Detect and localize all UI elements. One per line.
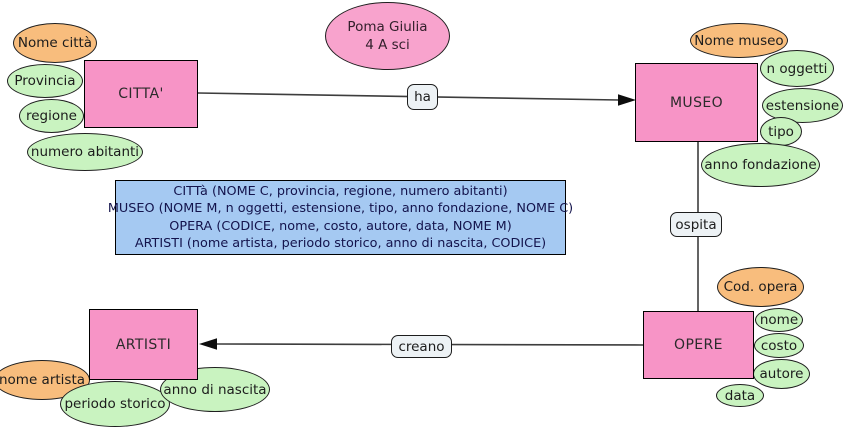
arrowhead-to-museo-icon [618, 94, 636, 106]
entity-label: MUSEO [669, 94, 724, 111]
attribute-periodo-storico[interactable]: periodo storico [60, 381, 170, 427]
attribute-label: periodo storico [64, 396, 166, 412]
attribute-provincia[interactable]: Provincia [7, 64, 83, 98]
entity-citta[interactable]: CITTA' [84, 60, 198, 128]
schema-line-opera: OPERA (CODICE, nome, costo, autore, data… [169, 218, 512, 234]
arrowhead-to-artisti-icon [199, 338, 217, 350]
author-class: 4 A sci [365, 37, 410, 53]
attribute-label: Provincia [14, 73, 76, 89]
relation-label: ospita [675, 216, 717, 233]
attribute-nome-citta[interactable]: Nome città [13, 23, 97, 63]
attribute-label: Nome museo [694, 32, 784, 49]
attribute-label: autore [759, 366, 804, 382]
attribute-label: anno di nascita [163, 381, 267, 398]
attribute-label: nome [759, 312, 799, 328]
attribute-label: estensione [765, 97, 840, 114]
attribute-label: regione [25, 108, 77, 124]
attribute-nome-museo[interactable]: Nome museo [690, 23, 788, 58]
attribute-label: n oggetti [766, 60, 828, 77]
attribute-label: data [724, 387, 756, 404]
attribute-label: tipo [768, 123, 794, 140]
relation-creano[interactable]: creano [391, 335, 452, 358]
author-bubble[interactable]: Poma Giulia 4 A sci [325, 2, 450, 70]
attribute-costo[interactable]: costo [754, 333, 804, 358]
entity-label: OPERE [674, 337, 723, 353]
attribute-cod-opera[interactable]: Cod. opera [717, 267, 804, 307]
relation-label: creano [398, 338, 445, 355]
entity-opere[interactable]: OPERE [643, 311, 754, 379]
author-name: Poma Giulia [347, 19, 428, 35]
attribute-numero-abitanti[interactable]: numero abitanti [27, 133, 143, 171]
relation-ospita[interactable]: ospita [670, 212, 722, 237]
relation-ha[interactable]: ha [407, 84, 438, 110]
attribute-label: nome artista [0, 372, 86, 388]
schema-line-artisti: ARTISTI (nome artista, periodo storico, … [134, 236, 547, 251]
attribute-label: Nome città [17, 35, 93, 51]
attribute-anno-fondazione[interactable]: anno fondazione [701, 143, 820, 187]
attribute-data[interactable]: data [716, 384, 764, 407]
entity-museo[interactable]: MUSEO [635, 63, 758, 142]
schema-line-museo: MUSEO (NOME M, n oggetti, estensione, ti… [107, 201, 574, 216]
attribute-label: Cod. opera [723, 279, 798, 295]
attribute-regione[interactable]: regione [19, 99, 84, 133]
relation-label: ha [414, 89, 431, 105]
entity-label: CITTA' [118, 86, 164, 102]
attribute-tipo[interactable]: tipo [760, 117, 802, 146]
entity-label: ARTISTI [115, 336, 172, 353]
attribute-n-oggetti[interactable]: n oggetti [760, 50, 834, 87]
attribute-label: costo [760, 337, 798, 354]
attribute-nome[interactable]: nome [755, 308, 803, 332]
entity-artisti[interactable]: ARTISTI [89, 309, 198, 380]
schema-line-citta: CITTà (NOME C, provincia, regione, numer… [173, 183, 508, 199]
attribute-label: anno fondazione [704, 157, 817, 173]
attribute-autore[interactable]: autore [753, 359, 810, 389]
attribute-label: numero abitanti [30, 144, 140, 160]
schema-box[interactable]: CITTà (NOME C, provincia, regione, numer… [108, 180, 573, 255]
